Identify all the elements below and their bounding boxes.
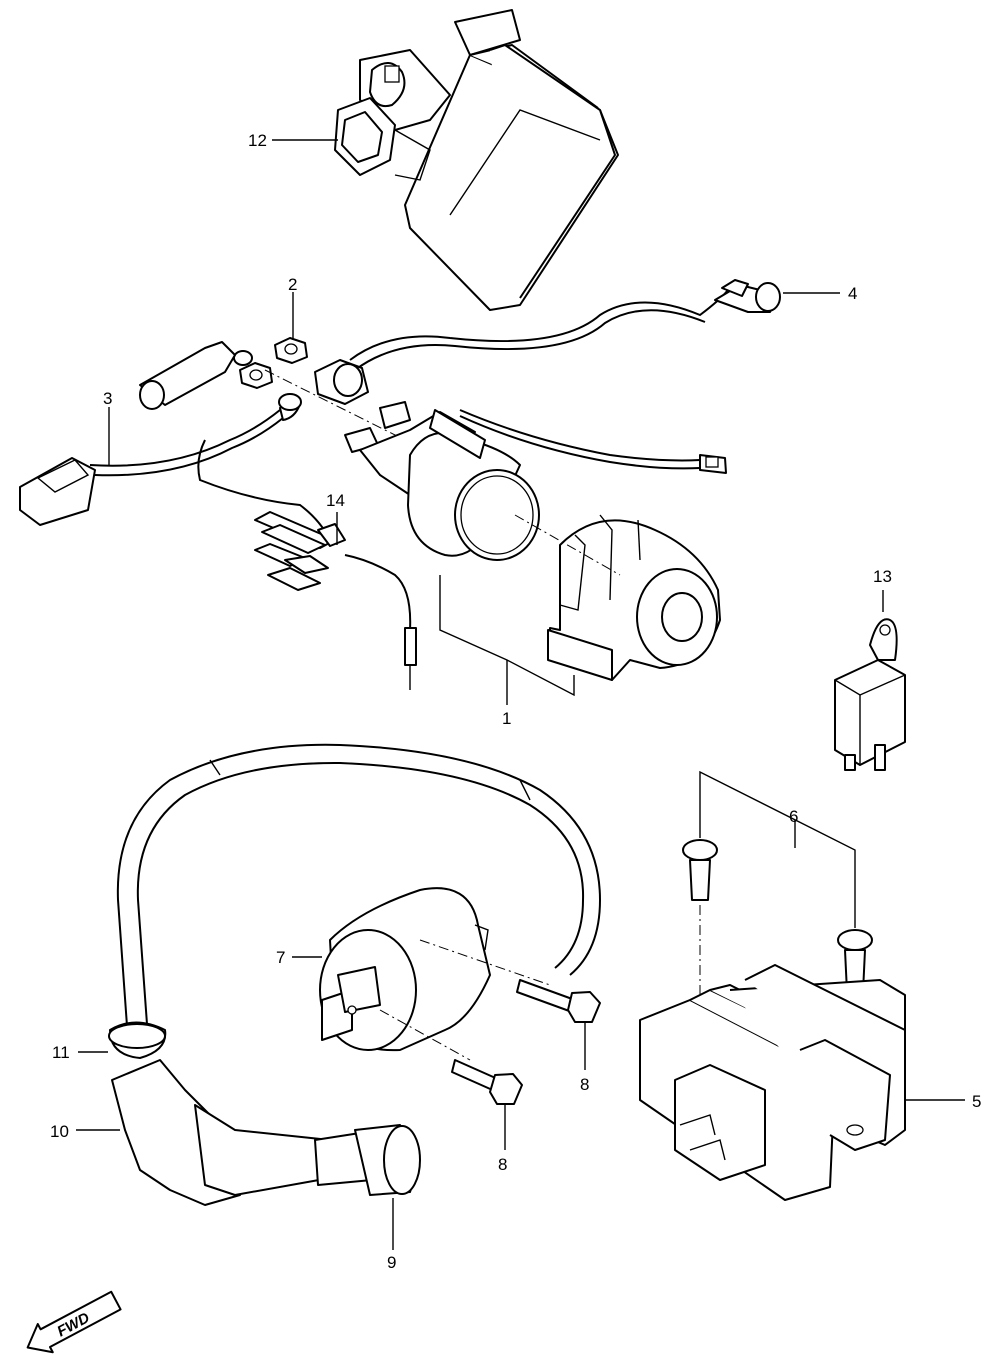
- callout-leaders: [76, 139, 840, 1250]
- part-4-wire-boot: [349, 279, 781, 371]
- part-2-nuts: [233, 337, 308, 389]
- callout-9: 9: [387, 1253, 396, 1272]
- part-1-ignition-switch: [314, 359, 727, 705]
- callout-5: 5: [972, 1092, 981, 1111]
- part-5-regulator: [639, 964, 965, 1201]
- rubber-cap: [139, 341, 236, 410]
- part-14-fuse-holder: [254, 511, 417, 690]
- part-7-ignition-coil: [319, 887, 551, 1061]
- callout-14: 14: [326, 491, 345, 510]
- part-13-relay: [834, 590, 906, 771]
- callout-7: 7: [276, 948, 285, 967]
- part-8-bolts: [451, 979, 601, 1150]
- callout-8-a: 8: [580, 1075, 589, 1094]
- callout-11: 11: [52, 1043, 70, 1062]
- callout-13: 13: [873, 567, 892, 586]
- callout-6: 6: [789, 807, 798, 826]
- callout-10: 10: [50, 1122, 69, 1141]
- part-10-11-ht-cable: [108, 743, 602, 1206]
- callout-12: 12: [248, 131, 267, 150]
- callout-8-b: 8: [498, 1155, 507, 1174]
- callout-2: 2: [288, 275, 297, 294]
- callout-labels: 1 2 3 4 5 6 7 8 8 9 10 11 12 13 14: [50, 131, 981, 1272]
- fwd-arrow-icon: FWD: [26, 1290, 122, 1354]
- callout-3: 3: [103, 389, 112, 408]
- part-3-harness: [19, 369, 406, 541]
- callout-4: 4: [848, 284, 857, 303]
- callout-1: 1: [502, 709, 511, 728]
- part-12-cdi-unit: [334, 9, 619, 311]
